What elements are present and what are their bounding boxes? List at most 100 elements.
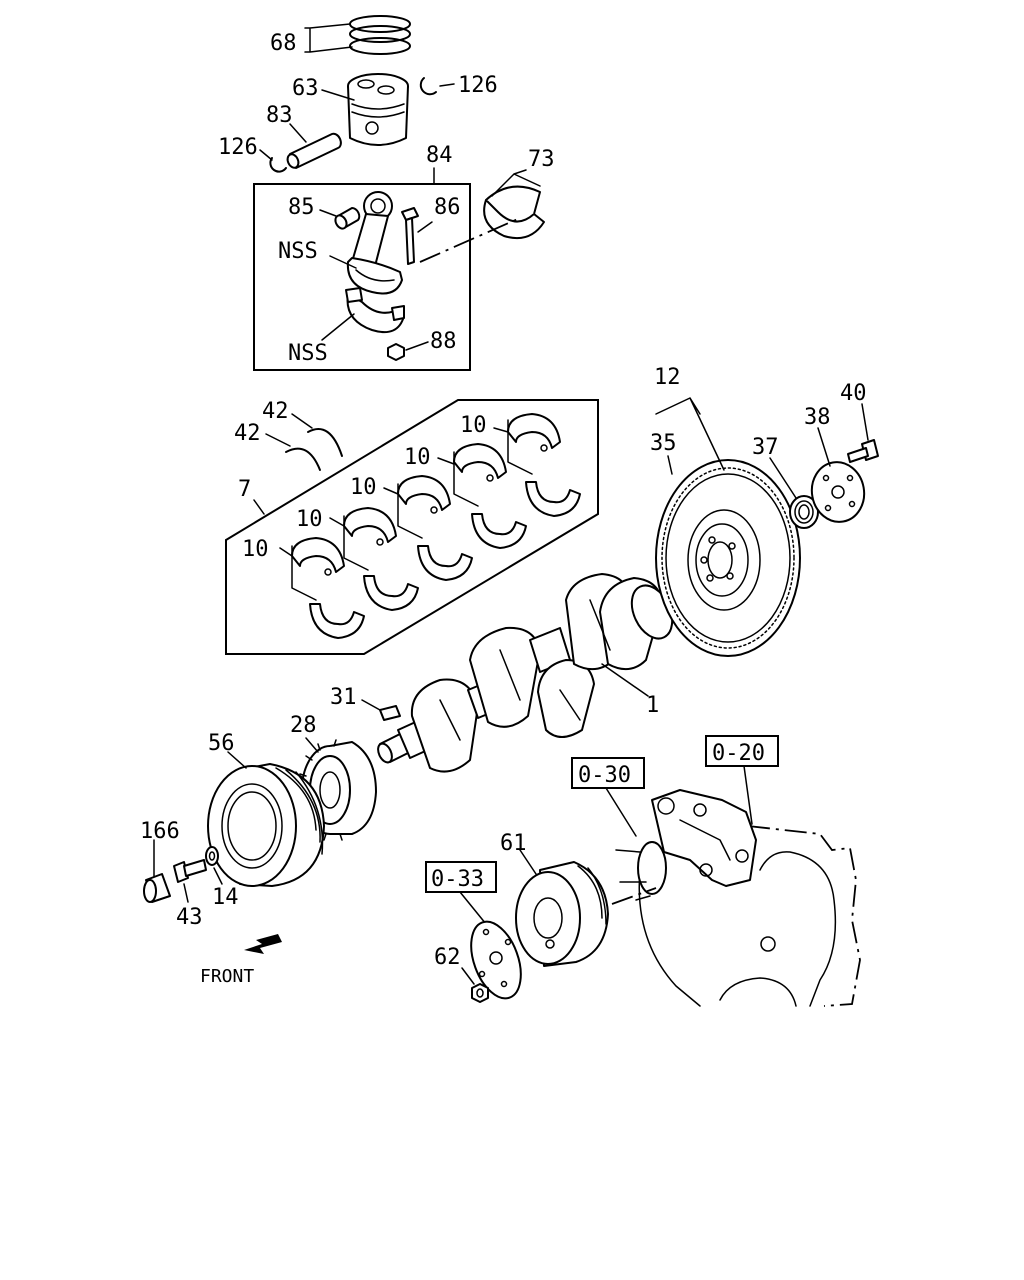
flywheel-part[interactable] — [655, 459, 801, 657]
idler-plate-part[interactable] — [462, 915, 531, 1005]
pilot-bearing-part[interactable] — [789, 495, 819, 529]
leader-40 — [861, 403, 869, 441]
callout-85: 85 — [288, 195, 315, 220]
callout-38: 38 — [804, 405, 831, 430]
leader-10-e — [493, 427, 509, 433]
callout-86: 86 — [434, 195, 461, 220]
callout-10-a: 10 — [242, 537, 269, 562]
connecting-rod-cap-part[interactable] — [345, 287, 405, 334]
pulley-bolt-part[interactable] — [173, 859, 207, 883]
callout-10-c: 10 — [350, 475, 377, 500]
callout-126-left: 126 — [218, 135, 258, 160]
pulley-washer-part[interactable] — [205, 846, 219, 866]
crankshaft-pulley-part[interactable] — [207, 763, 325, 887]
leader-0-33 — [459, 891, 487, 925]
leader-56 — [227, 751, 247, 769]
leader-37 — [769, 457, 797, 499]
callout-88: 88 — [430, 329, 457, 354]
leader-nss-rod — [329, 255, 357, 269]
front-direction-label: FRONT — [200, 966, 254, 987]
thrust-washer-upper-part[interactable] — [307, 428, 343, 457]
leader-62 — [461, 967, 475, 985]
snap-ring-left-part[interactable] — [269, 157, 287, 173]
callout-10-b: 10 — [296, 507, 323, 532]
reference-0-30-label: 0-30 — [578, 763, 631, 788]
callout-nss-rod: NSS — [278, 239, 318, 264]
leader-14 — [213, 867, 223, 885]
leader-35 — [667, 455, 673, 475]
leader-61 — [519, 849, 537, 875]
leader-88 — [405, 341, 429, 351]
leader-7 — [253, 499, 265, 515]
reference-0-20-label: 0-20 — [712, 741, 765, 766]
idler-centerline — [611, 887, 657, 905]
leader-126-left — [259, 149, 273, 161]
leader-86 — [417, 221, 433, 233]
callout-126-right: 126 — [458, 73, 498, 98]
flywheel-plate-part[interactable] — [807, 458, 869, 526]
callout-42-lower: 42 — [234, 421, 261, 446]
main-bearing-1-part[interactable] — [291, 537, 365, 639]
front-arrow-icon — [244, 934, 282, 954]
crankshaft-part[interactable] — [375, 573, 680, 773]
reference-0-33-label: 0-33 — [431, 867, 484, 892]
piston-part[interactable] — [347, 73, 409, 146]
connecting-rod-bolt-part[interactable] — [401, 207, 419, 265]
leader-73 — [491, 169, 541, 197]
leader-38 — [817, 427, 831, 467]
leader-42-lower — [265, 433, 291, 447]
callout-166: 166 — [140, 819, 180, 844]
callout-62: 62 — [434, 945, 461, 970]
woodruff-key-part[interactable] — [379, 705, 401, 721]
callout-84: 84 — [426, 143, 453, 168]
main-bearing-2-part[interactable] — [343, 507, 419, 611]
rod-bearing-part[interactable] — [483, 185, 545, 240]
callout-10-e: 10 — [460, 413, 487, 438]
leader-28 — [305, 737, 319, 753]
callout-63: 63 — [292, 76, 319, 101]
callout-73: 73 — [528, 147, 555, 172]
idler-housing-part[interactable] — [615, 841, 667, 901]
main-bearing-5-part[interactable] — [507, 413, 581, 517]
idler-pulley-part[interactable] — [515, 861, 609, 967]
piston-pin-part[interactable] — [286, 132, 342, 170]
leader-42-upper — [291, 413, 313, 429]
timing-case-part[interactable] — [638, 789, 861, 1007]
leader-0-30 — [605, 787, 637, 837]
reference-box-0-30[interactable]: 0-30 — [571, 757, 645, 789]
rod-nut-part[interactable] — [387, 343, 405, 361]
leader-10-c — [383, 487, 399, 495]
snap-ring-right-part[interactable] — [419, 77, 437, 96]
flywheel-bolt-part[interactable] — [847, 439, 879, 463]
callout-43: 43 — [176, 905, 203, 930]
main-bearing-set-box — [225, 399, 599, 655]
leader-31 — [361, 699, 381, 711]
pulley-cap-part[interactable] — [143, 873, 171, 903]
connecting-rod-assembly-box — [253, 183, 471, 371]
main-bearing-3-part[interactable] — [397, 475, 473, 581]
callout-1: 1 — [646, 693, 659, 718]
leader-68 — [304, 23, 353, 53]
leader-0-20 — [743, 765, 753, 825]
reference-box-0-20[interactable]: 0-20 — [705, 735, 779, 767]
connecting-rod-part[interactable] — [346, 191, 403, 295]
bushing-part[interactable] — [333, 207, 361, 231]
leader-1 — [601, 663, 649, 697]
callout-68: 68 — [270, 31, 297, 56]
callout-10-d: 10 — [404, 445, 431, 470]
leader-10-a — [279, 547, 293, 557]
piston-rings-part[interactable] — [349, 15, 411, 55]
callout-14: 14 — [212, 885, 239, 910]
reference-box-0-33[interactable]: 0-33 — [425, 861, 497, 893]
leader-83 — [289, 123, 307, 143]
callout-28: 28 — [290, 713, 317, 738]
callout-40: 40 — [840, 381, 867, 406]
callout-12: 12 — [654, 365, 681, 390]
rod-bearing-centerline — [419, 217, 521, 263]
main-bearing-4-part[interactable] — [453, 443, 527, 549]
leader-12 — [655, 397, 725, 471]
idler-nut-part[interactable] — [471, 983, 489, 1003]
callout-83: 83 — [266, 103, 293, 128]
thrust-washer-lower-part[interactable] — [285, 447, 321, 471]
